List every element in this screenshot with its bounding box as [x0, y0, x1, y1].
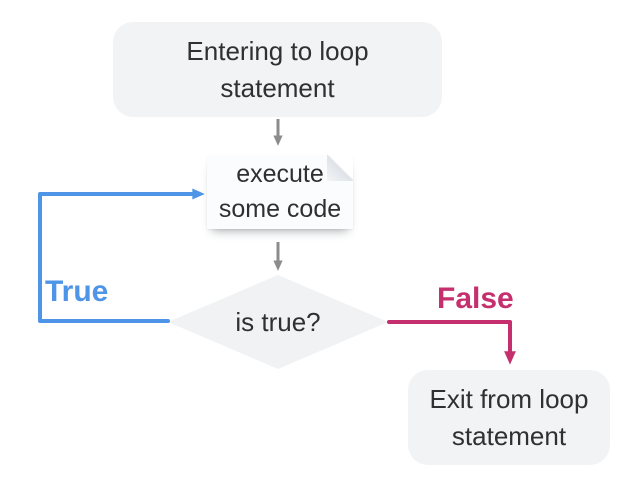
edge-label-true: True: [45, 275, 109, 308]
node-execute-code-text: execute some code: [218, 160, 342, 223]
edge-label-false: False: [437, 282, 514, 315]
node-enter-loop: Entering to loop statement: [113, 22, 442, 117]
sticky-fold-corner: [327, 155, 353, 181]
decision-diamond-shape: [168, 275, 388, 369]
node-exit-loop: Exit from loop statement: [408, 370, 610, 465]
node-execute-code: execute some code: [207, 155, 353, 229]
connector-false-branch: [387, 320, 516, 365]
node-decision: is true?: [235, 306, 321, 337]
connector-true-loop: [38, 188, 205, 323]
